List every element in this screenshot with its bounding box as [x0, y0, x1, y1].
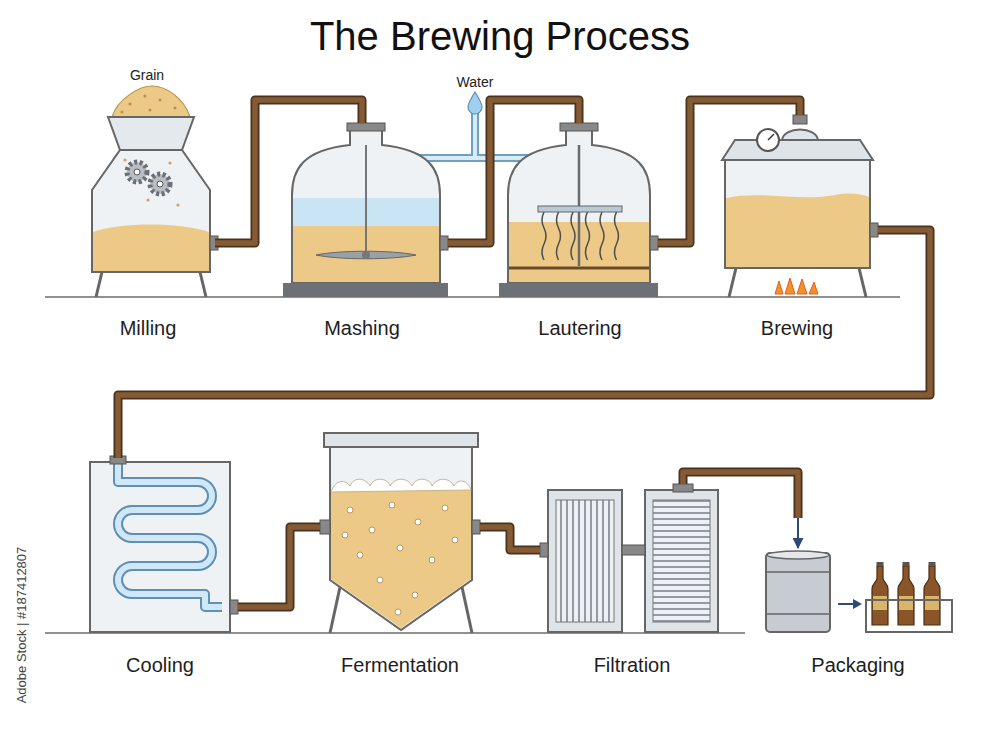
stage-label: Cooling — [126, 654, 194, 677]
process-stage: Milling — [85, 85, 215, 297]
bubble — [347, 507, 353, 513]
rake-blade — [586, 212, 590, 260]
cooler — [90, 456, 238, 632]
beer-bottle — [872, 562, 888, 625]
pipe-connector — [118, 230, 930, 458]
rake-blade — [600, 212, 604, 260]
keg-and-bottles — [766, 551, 952, 632]
bubble — [429, 557, 435, 563]
process-stage: Mashing — [283, 123, 448, 297]
process-stage: Lautering — [499, 123, 658, 297]
pipe-connector — [238, 527, 320, 607]
diagram-title: The Brewing Process — [310, 13, 690, 59]
beer-bottle — [924, 562, 940, 625]
watermark: Adobe Stock | #187412807 — [15, 547, 30, 704]
process-stage: Cooling — [85, 458, 238, 633]
bubble — [397, 545, 403, 551]
pipe-connector — [683, 472, 798, 548]
bubble — [412, 592, 418, 598]
ingredient-label: Water — [457, 74, 494, 90]
stage-label: Lautering — [538, 317, 621, 340]
bubble — [357, 552, 363, 558]
bubble — [342, 532, 348, 538]
pipe-connector — [658, 100, 800, 243]
filter-press — [540, 484, 718, 632]
ingredient-label: Grain — [130, 67, 164, 83]
stage-label: Brewing — [761, 317, 833, 340]
bubble — [452, 537, 458, 543]
stage-label: Packaging — [811, 654, 904, 677]
bubble — [389, 502, 395, 508]
lauter-tun — [499, 123, 658, 297]
process-stage: Fermentation — [320, 433, 480, 633]
rake-blade — [557, 212, 561, 260]
stage-label: Filtration — [594, 654, 671, 677]
bubble — [377, 577, 383, 583]
bubble — [369, 527, 375, 533]
bubble — [415, 519, 421, 525]
pipe-connector — [448, 100, 579, 243]
stage-label: Milling — [120, 317, 177, 340]
process-stage: Brewing — [718, 115, 878, 297]
rake-blade — [571, 212, 575, 260]
process-stage: Filtration — [540, 484, 720, 633]
bubble — [442, 505, 448, 511]
bubble — [395, 609, 401, 615]
mill-illustration — [92, 86, 218, 297]
process-stage: Packaging — [760, 548, 955, 633]
mash-tun — [283, 123, 448, 297]
stage-label: Mashing — [324, 317, 400, 340]
pipe-connector — [215, 100, 362, 243]
beer-bottle — [898, 562, 914, 625]
rake-blade — [615, 212, 619, 260]
rake-blade — [542, 212, 546, 260]
fermenter — [320, 433, 480, 633]
stage-label: Fermentation — [341, 654, 459, 677]
pipe-connector — [480, 527, 540, 550]
brew-kettle — [722, 115, 878, 297]
